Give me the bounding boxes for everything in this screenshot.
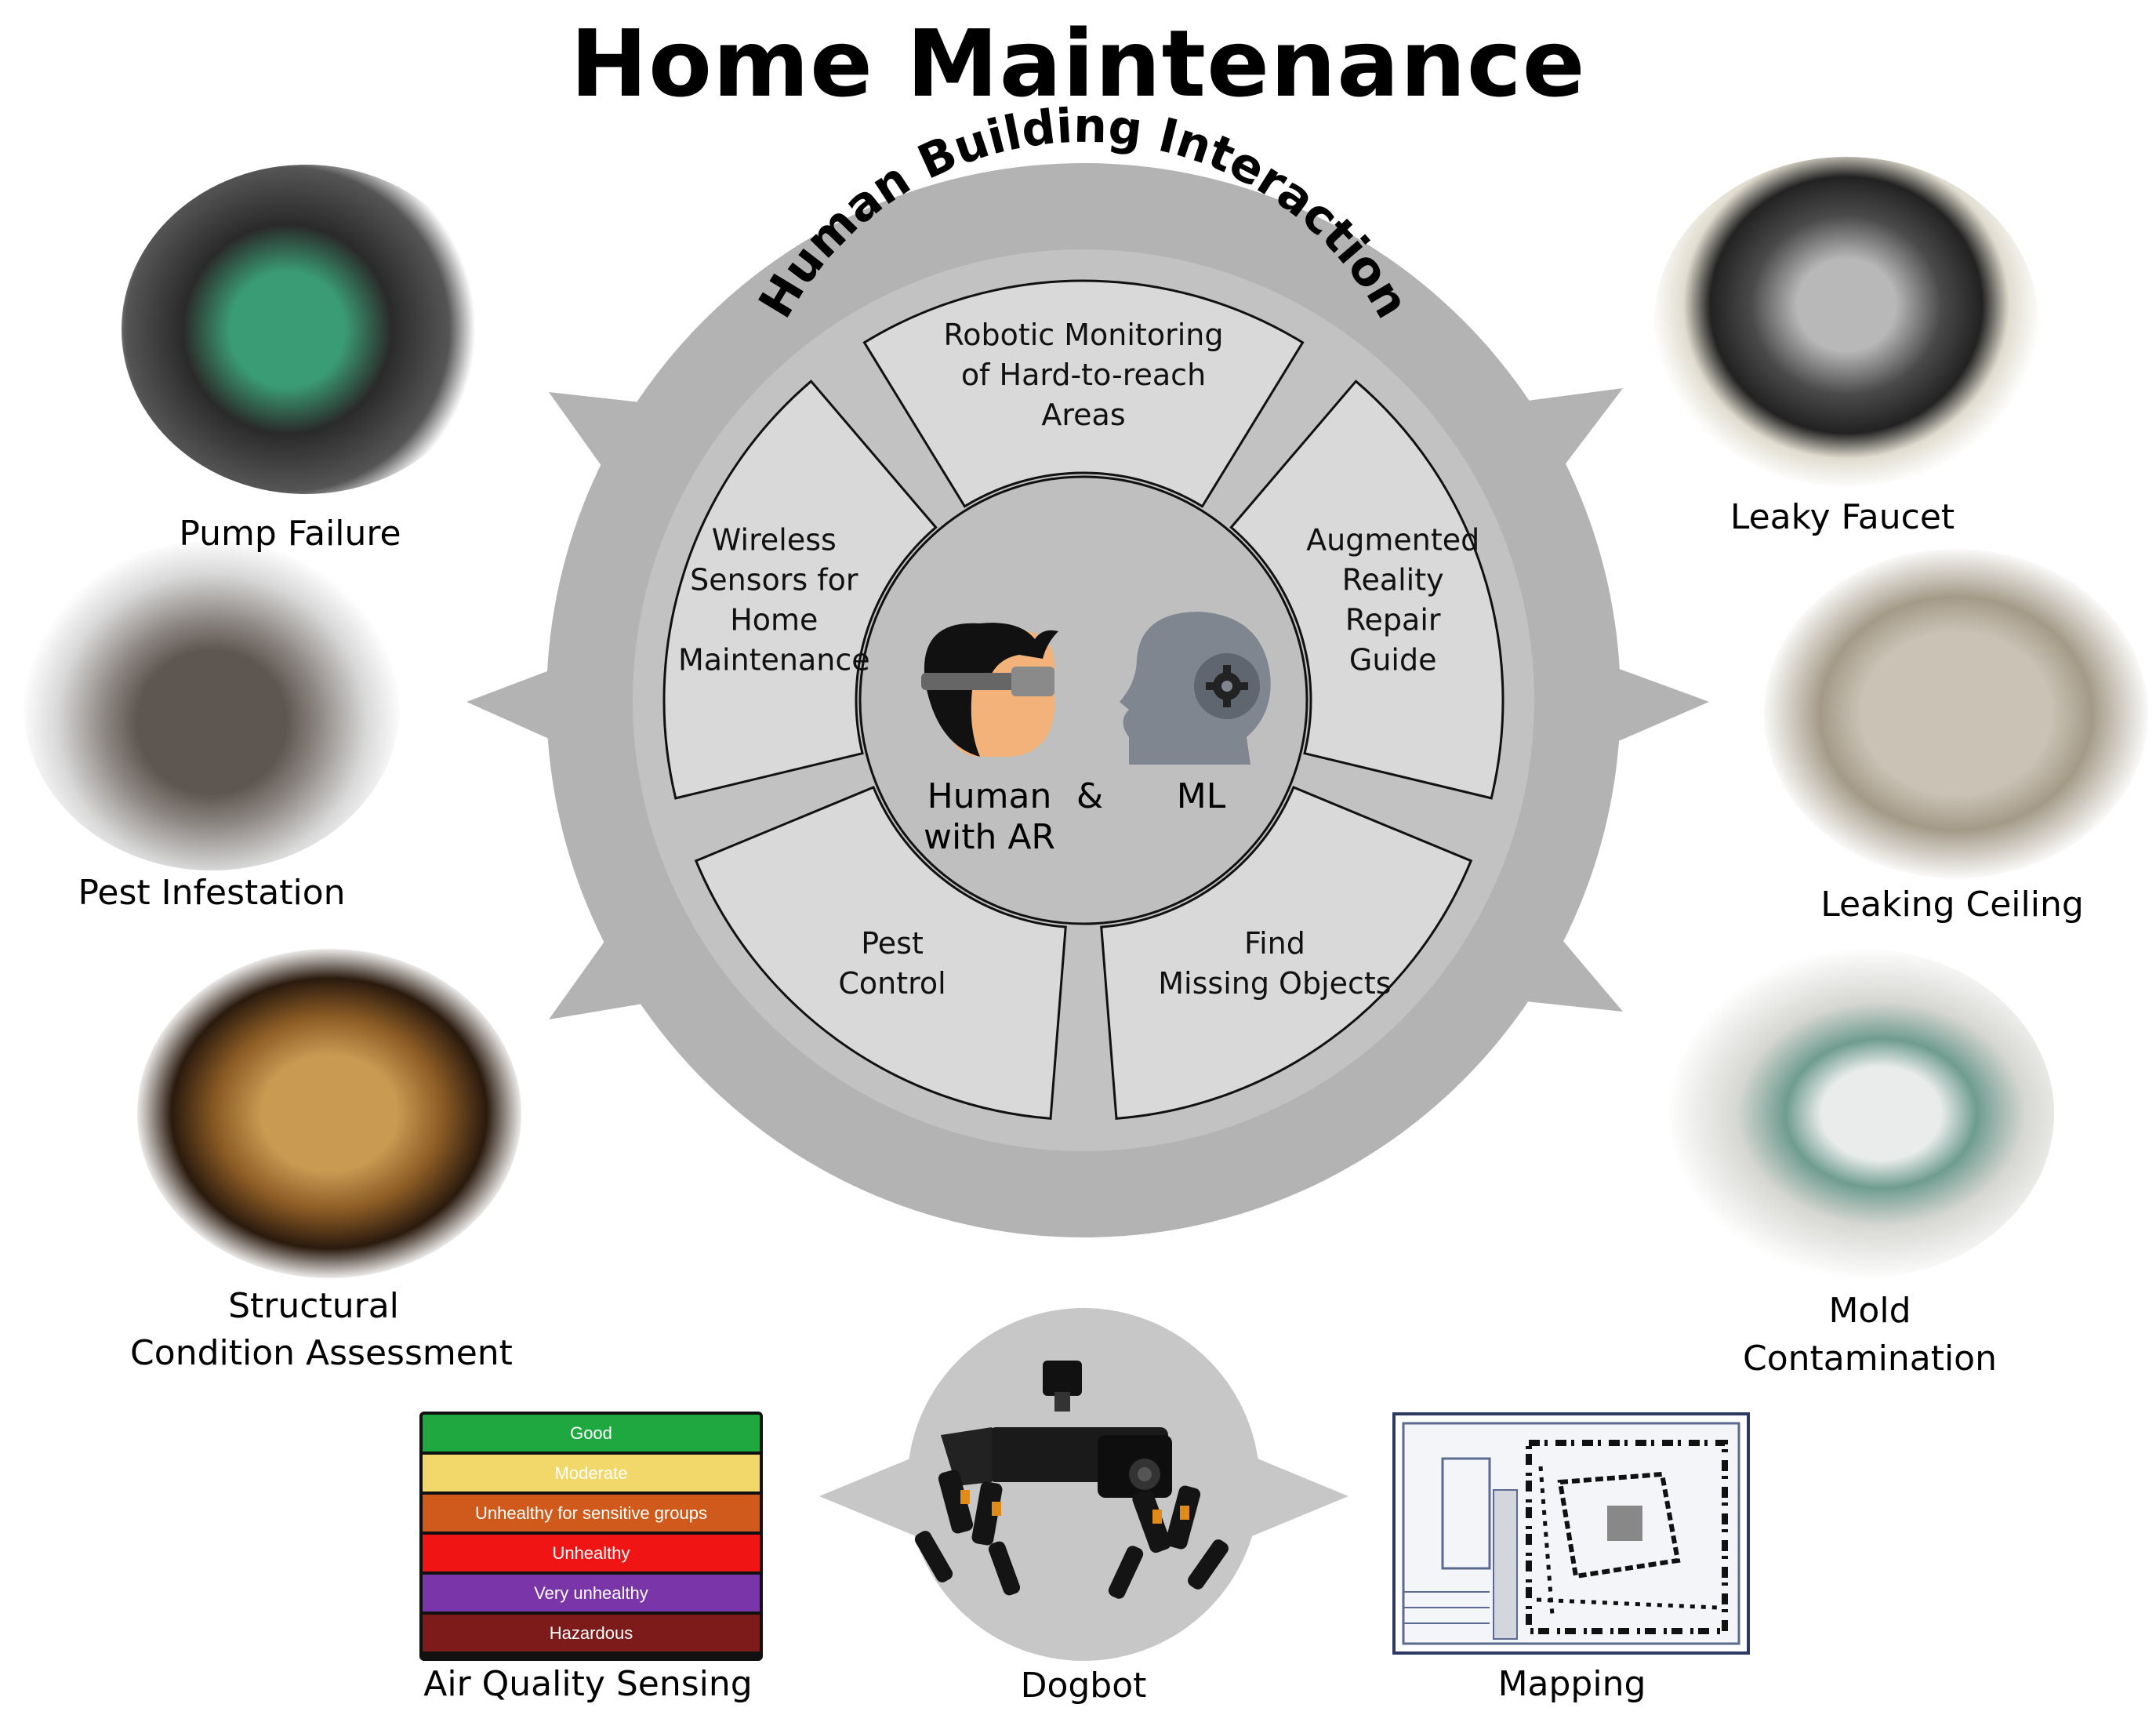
label-air-quality: Air Quality Sensing bbox=[423, 1664, 753, 1704]
aqi-level: Moderate bbox=[423, 1455, 760, 1492]
label-pest-infestation: Pest Infestation bbox=[78, 873, 346, 913]
pest-infestation-photo bbox=[24, 541, 400, 870]
ampersand: & bbox=[1076, 776, 1103, 816]
wheel-segment bbox=[662, 380, 938, 800]
dogbot-robot bbox=[914, 1361, 1229, 1599]
label-leaking-ceiling: Leaking Ceiling bbox=[1820, 885, 2084, 925]
segment-label-line: Areas bbox=[1041, 398, 1125, 432]
human-label: Human bbox=[927, 776, 1052, 816]
aqi-level: Very unhealthy bbox=[423, 1575, 760, 1611]
segment-label-line: Find bbox=[1244, 926, 1305, 961]
label-mapping: Mapping bbox=[1497, 1664, 1646, 1704]
arrow-right bbox=[1235, 1449, 1348, 1543]
segment-label-line: Guide bbox=[1349, 642, 1437, 677]
mold-photo bbox=[1670, 949, 2054, 1278]
wheel-segment bbox=[694, 786, 1067, 1120]
wheel-segment bbox=[1229, 380, 1504, 800]
label-structural-2: Condition Assessment bbox=[130, 1333, 513, 1373]
aqi-level: Unhealthy bbox=[423, 1535, 760, 1571]
aqi-level: Unhealthy for sensitive groups bbox=[423, 1495, 760, 1532]
floor-plan-map bbox=[1392, 1412, 1750, 1655]
ml-label: ML bbox=[1177, 776, 1226, 816]
segment-label-line: Pest bbox=[861, 926, 924, 961]
arrow-left bbox=[819, 1449, 933, 1543]
segment-label-line: Home bbox=[730, 602, 818, 637]
leaky-faucet-photo bbox=[1654, 157, 2038, 486]
spike-mid-right bbox=[1592, 659, 1709, 753]
page-title: Home Maintenance bbox=[570, 9, 1586, 118]
pump-failure-photo bbox=[122, 165, 490, 494]
segment-labels: Robotic Monitoring of Hard-to-reachAreasA… bbox=[678, 318, 1479, 1001]
wheel-segments bbox=[662, 279, 1504, 1120]
segment-label-line: Missing Objects bbox=[1158, 966, 1391, 1001]
segment-label-line: Robotic Monitoring bbox=[944, 318, 1224, 352]
segment-label-line: of Hard-to-reach bbox=[961, 358, 1206, 392]
aqi-level: Hazardous bbox=[423, 1615, 760, 1651]
wheel-segment bbox=[862, 279, 1305, 508]
segment-label-line: Reality bbox=[1342, 562, 1444, 597]
structural-photo bbox=[137, 949, 521, 1278]
dogbot-badge bbox=[819, 1308, 1348, 1661]
segment-label-line: Wireless bbox=[712, 522, 837, 557]
wheel-segment bbox=[1100, 786, 1473, 1120]
segment-label-line: Repair bbox=[1345, 602, 1441, 637]
label-leaky-faucet: Leaky Faucet bbox=[1730, 497, 1955, 537]
human-label-2: with AR bbox=[924, 817, 1055, 857]
human-ar-icon bbox=[921, 623, 1058, 757]
dogbot-circle bbox=[907, 1308, 1260, 1661]
ml-head-icon bbox=[1120, 612, 1271, 765]
label-pump-failure: Pump Failure bbox=[179, 514, 401, 554]
label-mold-1: Mold bbox=[1828, 1291, 1911, 1331]
leaking-ceiling-photo bbox=[1764, 549, 2148, 878]
label-structural-1: Structural bbox=[228, 1286, 399, 1326]
center-hub bbox=[858, 475, 1308, 925]
segment-label-line: Sensors for bbox=[690, 562, 858, 597]
segment-label-line: Augmented bbox=[1306, 522, 1479, 557]
label-dogbot: Dogbot bbox=[1020, 1666, 1147, 1706]
segment-label-line: Maintenance bbox=[678, 642, 870, 677]
segment-label-line: Control bbox=[838, 966, 946, 1001]
label-mold-2: Contamination bbox=[1743, 1339, 1997, 1379]
aqi-level: Good bbox=[423, 1415, 760, 1452]
